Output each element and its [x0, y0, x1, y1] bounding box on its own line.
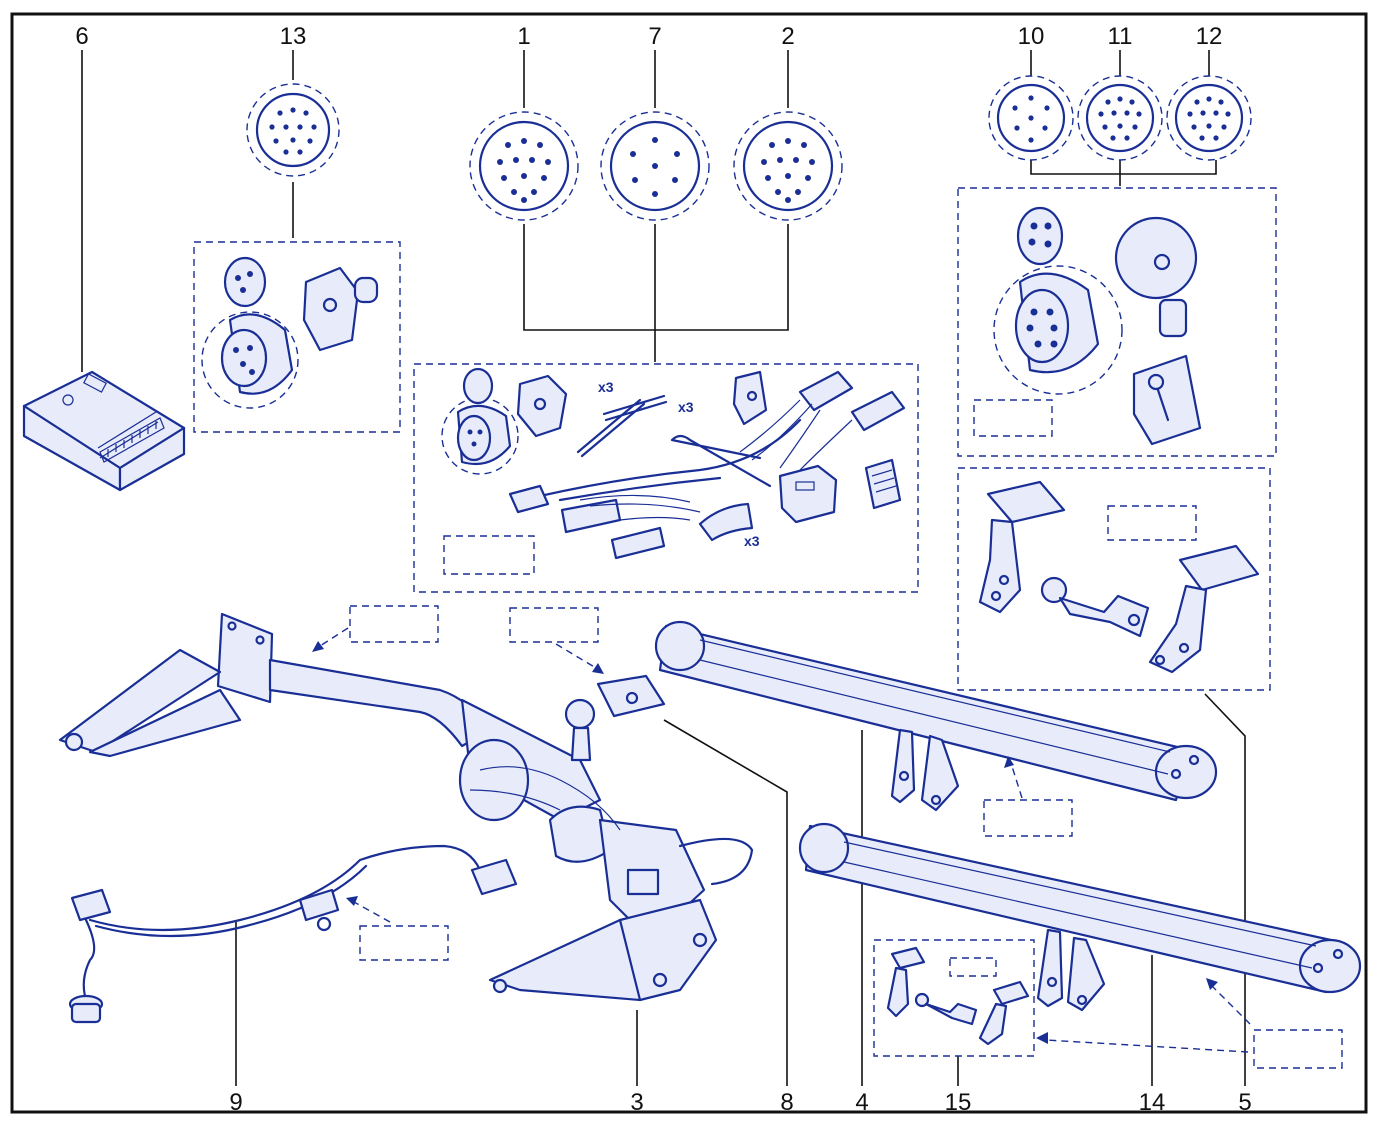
- socket-face-7-icon: [600, 111, 710, 221]
- ref-box-8: [509, 607, 599, 643]
- callout-3: 3: [630, 1089, 643, 1116]
- ref-arrow-15: [1045, 1039, 1249, 1053]
- crossbar-4: [654, 620, 1218, 812]
- qty-pads: x3: [744, 533, 760, 549]
- callout-4: 4: [855, 1089, 868, 1116]
- ref-box-5: [1107, 505, 1197, 541]
- ref-arrow-4: [1009, 759, 1023, 799]
- crossbar-14: [798, 822, 1362, 1012]
- callout-8: 8: [780, 1089, 793, 1116]
- callout-13: 13: [280, 23, 307, 50]
- ref-box-4: [983, 799, 1073, 837]
- ref-arrow-15-head: [1036, 1032, 1048, 1044]
- ref-box-14: [1253, 1029, 1343, 1069]
- ref-arrow-3-head: [312, 641, 324, 652]
- wiring-harness-9: [68, 844, 518, 1024]
- ref-box-3: [349, 605, 439, 643]
- ref-arrow-9: [353, 901, 391, 923]
- socket-10-12-drawing: [993, 206, 1202, 446]
- ref-arrow-8-head: [592, 663, 604, 674]
- kit-box-center: [413, 363, 919, 593]
- brackets-5-drawing: [978, 480, 1260, 674]
- central-kit-drawing: x3 x3 x3: [441, 367, 906, 560]
- leader-lines: [81, 50, 1246, 1086]
- ref-box-10-12: [973, 399, 1053, 437]
- callout-10: 10: [1018, 23, 1045, 50]
- callout-14: 14: [1139, 1089, 1166, 1116]
- control-module-box: [22, 370, 186, 492]
- socket-face-13-icon: [246, 83, 340, 177]
- qty-ties-a: x3: [598, 379, 614, 395]
- socket-13-drawing: [201, 256, 379, 409]
- ref-arrow-4-head: [1004, 756, 1014, 768]
- callout-12: 12: [1196, 23, 1223, 50]
- qty-ties-b: x3: [678, 399, 694, 415]
- ref-box-center: [443, 535, 535, 575]
- callout-15: 15: [945, 1089, 972, 1116]
- ref-box-15: [949, 957, 997, 977]
- brackets-15-drawing: [886, 946, 1030, 1046]
- socket-face-1-icon: [469, 111, 579, 221]
- callout-7: 7: [648, 23, 661, 50]
- towbar-assembly-3: [58, 612, 754, 1002]
- callout-2: 2: [781, 23, 794, 50]
- socket-bracket-8: [596, 674, 666, 718]
- diagram-frame: [10, 12, 1368, 1114]
- ref-box-9: [359, 925, 449, 961]
- kit-box-10-12: [957, 187, 1277, 457]
- ref-arrow-8: [555, 643, 597, 669]
- socket-face-11-icon: [1077, 75, 1163, 161]
- callout-5: 5: [1238, 1089, 1251, 1116]
- socket-face-12-icon: [1166, 75, 1252, 161]
- kit-box-13: [193, 241, 401, 433]
- callout-1: 1: [517, 23, 530, 50]
- socket-face-10-icon: [988, 75, 1074, 161]
- callout-9: 9: [229, 1089, 242, 1116]
- module-pin-strip-icon: [99, 417, 165, 463]
- callout-6: 6: [75, 23, 88, 50]
- callout-11: 11: [1108, 23, 1133, 50]
- ref-arrow-14-head: [1206, 978, 1218, 990]
- ref-arrow-14: [1209, 983, 1251, 1025]
- ref-arrow-3: [319, 627, 349, 647]
- kit-box-5: [957, 467, 1271, 691]
- socket-face-2-icon: [733, 111, 843, 221]
- ref-arrow-9-head: [346, 896, 358, 906]
- kit-box-15: [873, 939, 1035, 1057]
